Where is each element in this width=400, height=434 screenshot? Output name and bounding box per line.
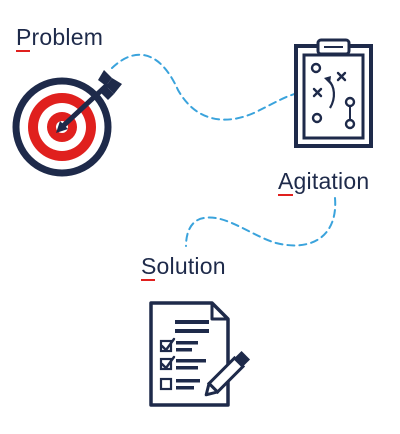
dashed-connector-agitation-solution [185,197,337,247]
step-problem-label: Problem [16,24,103,52]
agitation-initial-letter: A [278,168,294,194]
svg-text:Solution: Solution [141,253,226,279]
checklist-document-with-pen-icon [149,301,251,407]
clipboard-play-strategy-icon [294,38,373,148]
step-agitation-label: Agitation [278,168,369,196]
svg-text:Problem: Problem [16,24,103,50]
svg-text:Agitation: Agitation [278,168,369,194]
dashed-connector-problem-agitation [111,53,299,121]
agitation-label-rest: gitation [294,168,370,194]
target-with-arrow-icon [12,70,122,177]
problem-label-rest: roblem [32,24,104,50]
solution-label-rest: olution [157,253,226,279]
solution-initial-letter: S [141,253,157,279]
problem-initial-letter: P [16,24,32,50]
step-solution-label: Solution [141,253,226,281]
